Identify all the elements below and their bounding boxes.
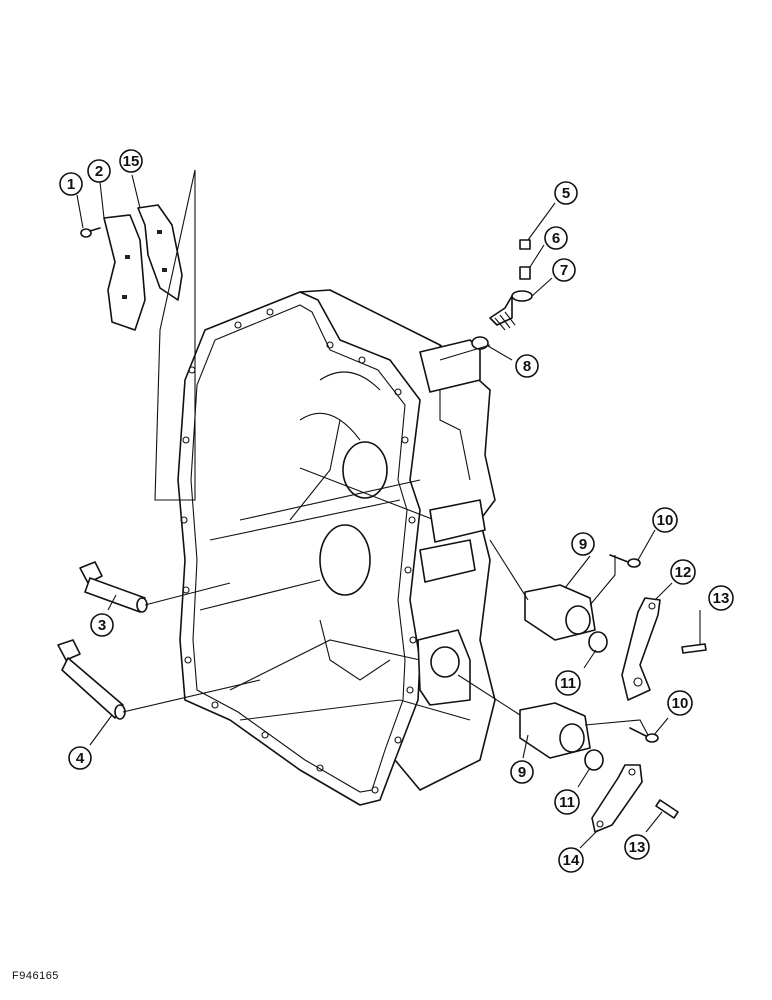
callout-14: 14 (558, 847, 584, 873)
callout-11-lower: 11 (554, 789, 580, 815)
callout-8: 8 (515, 354, 539, 378)
callout-7: 7 (552, 258, 576, 282)
shift-shaft-3 (79, 561, 148, 613)
callout-4: 4 (68, 746, 92, 770)
washer-6 (519, 266, 531, 280)
callout-label: 2 (95, 163, 103, 180)
callout-label: 10 (672, 695, 689, 712)
pin-13-upper (681, 643, 707, 654)
transmission-housing (177, 289, 496, 806)
cover-plate-15 (137, 204, 183, 301)
lever-14 (591, 764, 643, 833)
elbow-fitting-7 (489, 290, 533, 331)
figure-code: F946165 (12, 970, 59, 982)
bolt-5 (519, 239, 531, 250)
callout-3: 3 (90, 613, 114, 637)
callout-label: 13 (713, 590, 730, 607)
callout-label: 11 (560, 675, 576, 692)
callout-label: 4 (76, 750, 85, 767)
callout-label: 13 (629, 839, 646, 856)
callout-label: 10 (657, 512, 674, 529)
shift-shaft-4 (57, 639, 126, 720)
callout-label: 3 (98, 617, 106, 634)
callout-label: 8 (523, 358, 531, 375)
o-ring-11-upper (588, 631, 608, 653)
callout-label: 1 (67, 176, 75, 193)
callout-13-lower: 13 (624, 834, 650, 860)
callout-5: 5 (554, 181, 578, 205)
callout-13-upper: 13 (708, 585, 734, 611)
callout-label: 6 (552, 230, 560, 247)
callout-label: 14 (563, 852, 580, 869)
callout-2: 2 (87, 159, 111, 183)
bolt-10-lower (629, 727, 659, 743)
callout-1: 1 (59, 172, 83, 196)
callout-label: 5 (562, 185, 570, 202)
callout-11-upper: 11 (555, 670, 581, 696)
leader-lines (76, 174, 701, 849)
cover-plate-gasket-2 (103, 214, 146, 331)
pin-13-lower (655, 799, 679, 819)
screw-1 (80, 227, 101, 238)
callout-9-upper: 9 (571, 532, 595, 556)
gasket-outline (154, 169, 196, 501)
callout-6: 6 (544, 226, 568, 250)
bearing-housing-9-upper (524, 584, 596, 641)
callout-label: 15 (123, 153, 140, 170)
bolt-10-upper (609, 554, 641, 568)
bearing-housing-9-lower (519, 702, 591, 759)
callout-10-upper: 10 (652, 507, 678, 533)
callout-label: 7 (560, 262, 568, 279)
callout-10-lower: 10 (667, 690, 693, 716)
lever-12 (621, 597, 661, 701)
plug-nut-8 (471, 336, 489, 350)
callout-label: 9 (518, 764, 526, 781)
callout-label: 9 (579, 536, 587, 553)
callout-label: 11 (559, 794, 575, 811)
callout-12: 12 (670, 559, 696, 585)
callout-15: 15 (119, 149, 143, 173)
o-ring-11-lower (584, 749, 604, 771)
callout-label: 12 (675, 564, 692, 581)
callout-9-lower: 9 (510, 760, 534, 784)
